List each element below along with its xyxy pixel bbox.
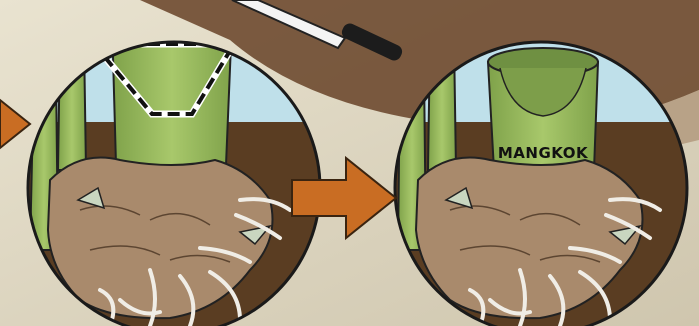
cup-label: MANGKOK [488,144,598,162]
